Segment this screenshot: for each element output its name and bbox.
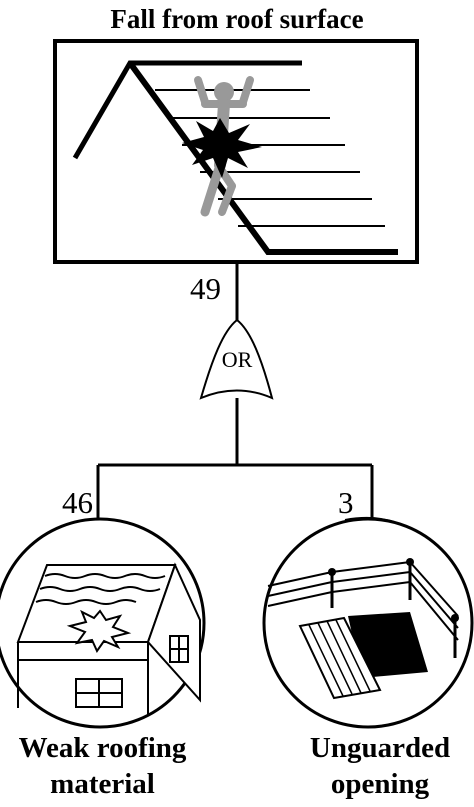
left-event-label-line2: material [50, 768, 155, 800]
unguarded-opening-icon [262, 517, 474, 729]
right-event-label-line1: Unguarded [309, 732, 451, 764]
left-event-label: Weak roofing material [0, 730, 205, 802]
right-event-label: Unguarded opening [286, 730, 474, 802]
left-event-count: 46 [62, 485, 93, 520]
falling-worker-icon [72, 60, 398, 255]
weak-roof-house-icon [0, 517, 206, 729]
or-gate-label: OR [222, 347, 253, 372]
or-gate: OR [199, 318, 274, 400]
left-event-label-line1: Weak roofing [18, 732, 187, 764]
top-event-title: Fall from roof surface [110, 4, 364, 34]
right-event-label-line2: opening [330, 768, 430, 800]
right-event-count: 3 [338, 485, 354, 520]
top-event-count: 49 [190, 271, 221, 306]
